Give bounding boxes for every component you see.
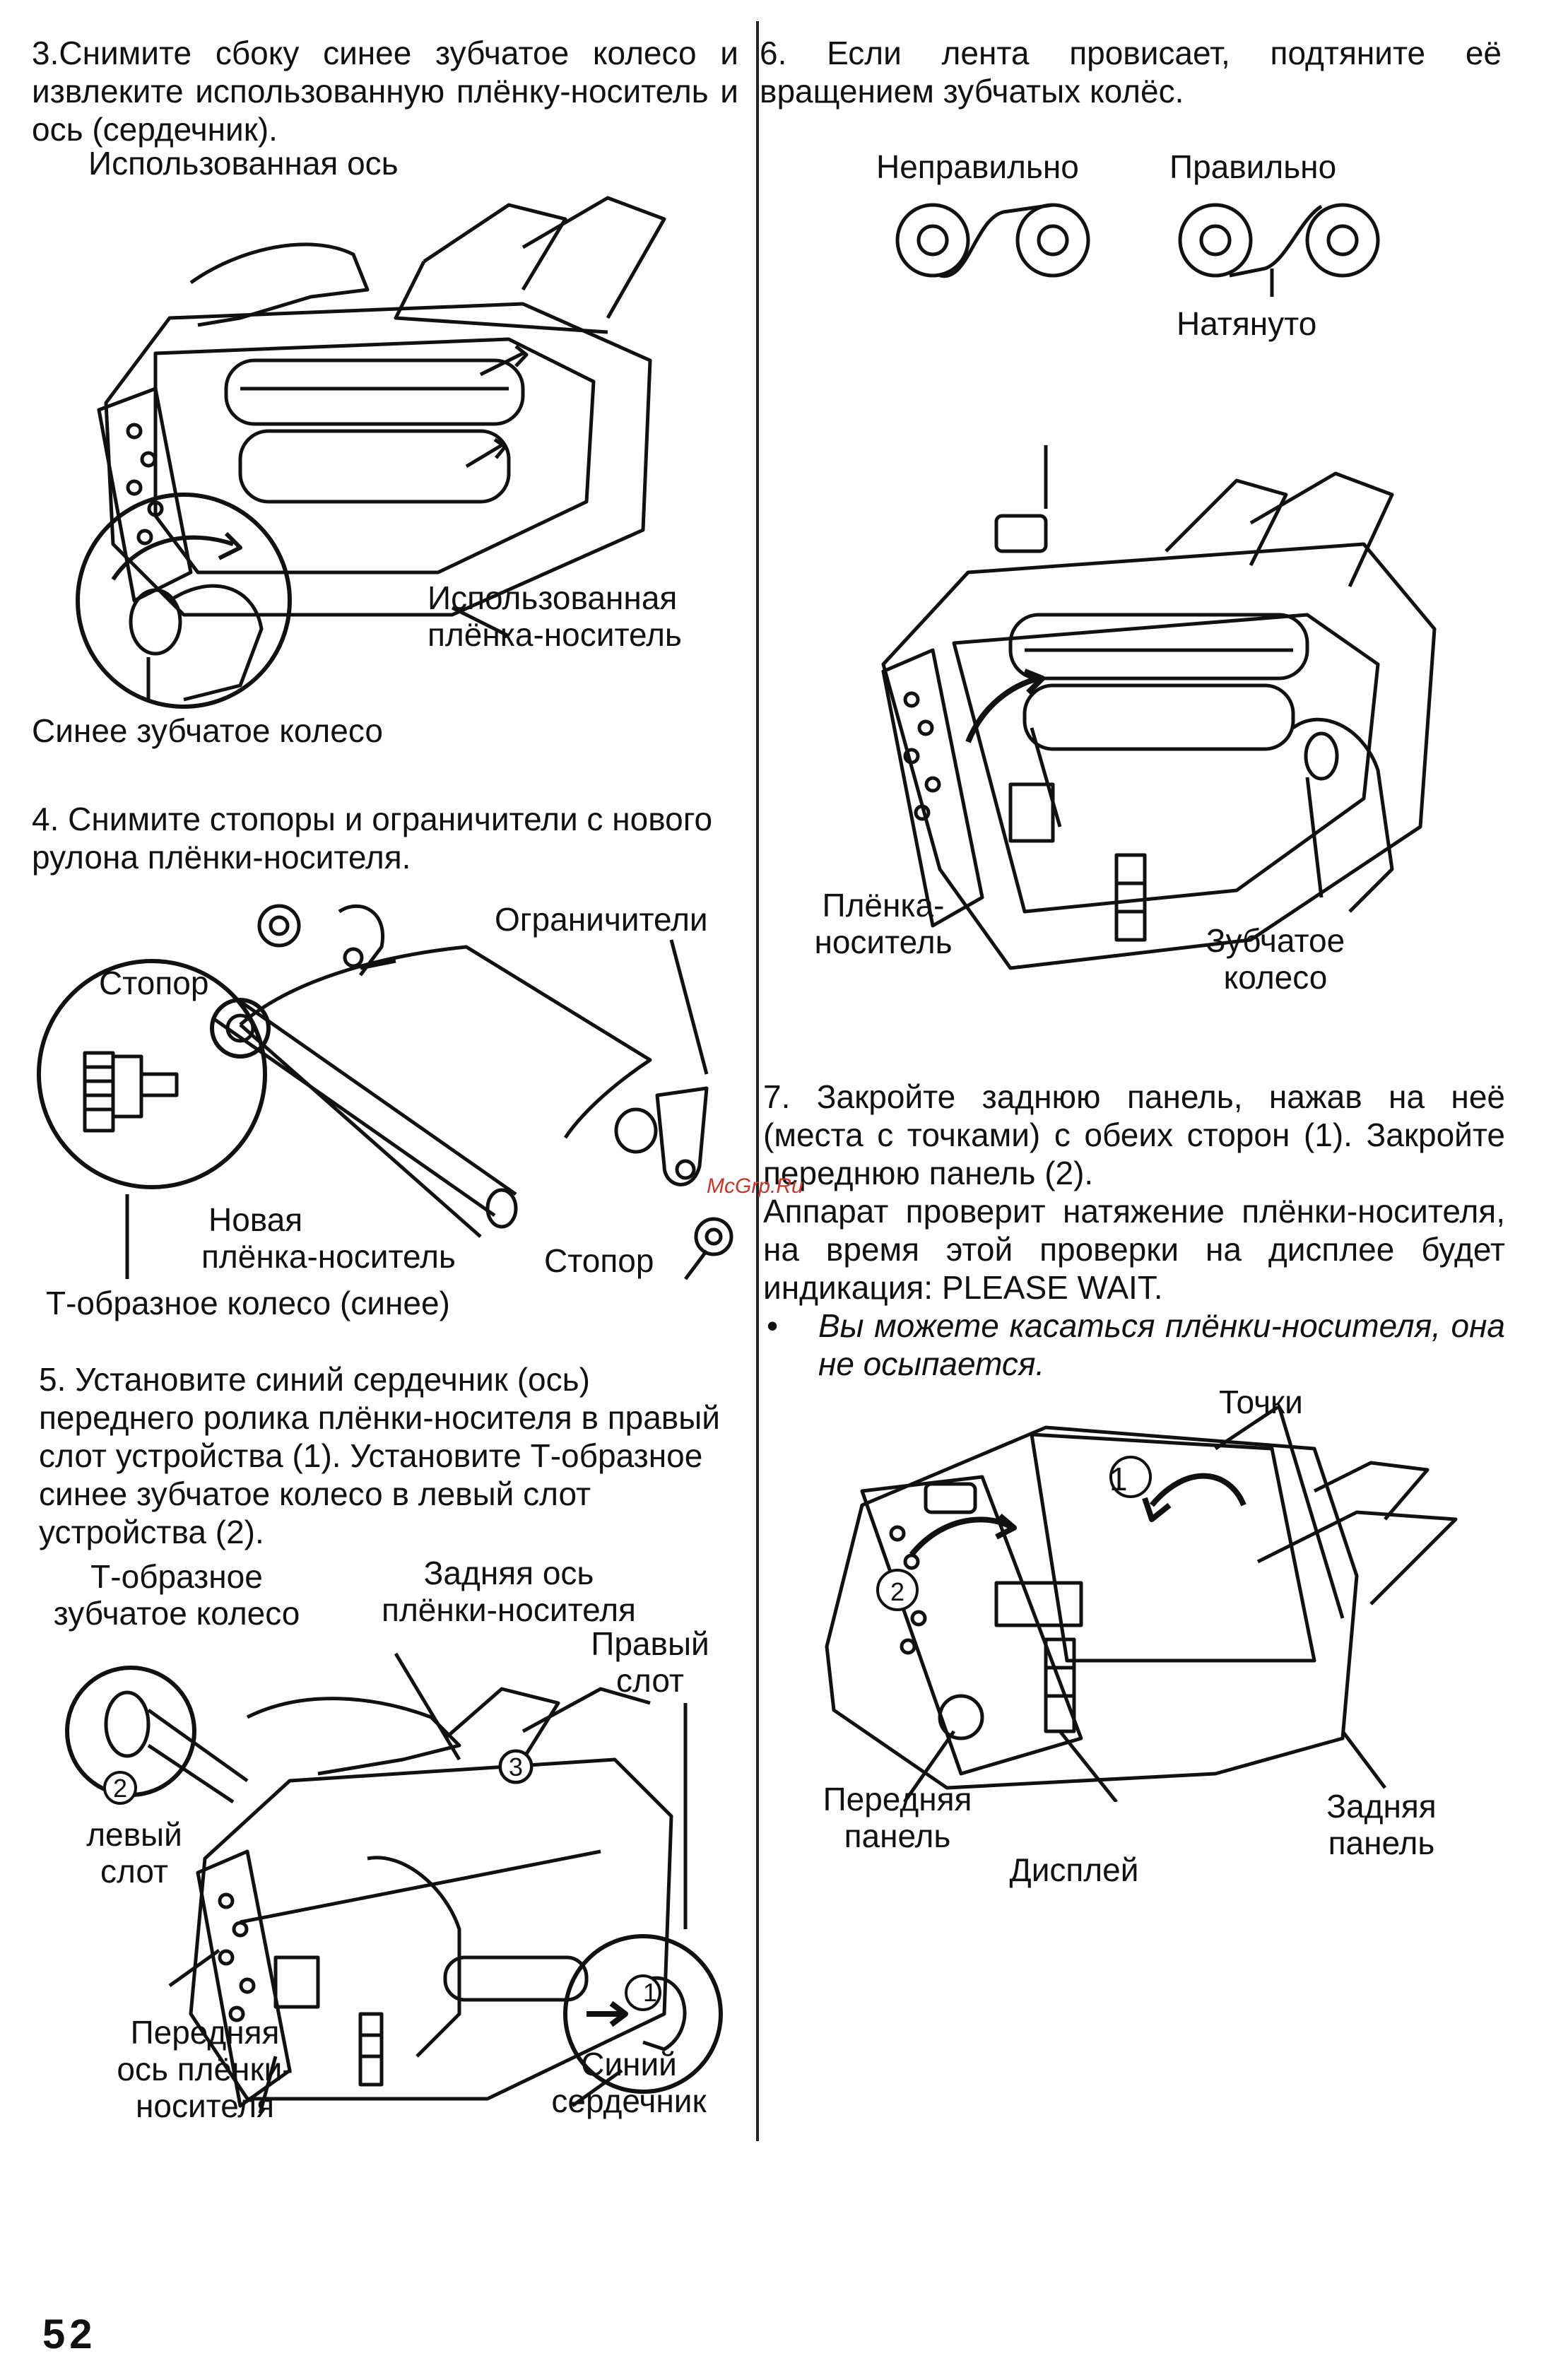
circled-number-close-1: 1 [1109, 1461, 1128, 1497]
label-front-axis-2: ось плёнки- [117, 2051, 293, 2087]
step-5-text: 5. Установите синий сердечник (ось) пере… [39, 1361, 720, 1550]
fax-tighten-illustration [881, 445, 1437, 970]
circled-number-1: 1 [642, 1978, 658, 2007]
page-number: 52 [42, 2311, 97, 2357]
label-left-slot-1: левый [86, 1816, 182, 1853]
figure-new-roll [28, 883, 756, 1307]
step-7-text: 7. Закройте заднюю панель, нажав на неё … [763, 1078, 1505, 1191]
label-t-wheel: Т-образное колесо (синее) [46, 1285, 450, 1321]
circled-number-close-2: 2 [890, 1577, 905, 1606]
label-right-slot-2: слот [616, 1662, 684, 1699]
label-blue-gear: Синее зубчатое колесо [32, 712, 383, 749]
label-rear-panel-2: панель [1328, 1825, 1435, 1861]
label-right-slot-1: Правый [591, 1625, 709, 1662]
figure-tension-comparison [883, 191, 1392, 304]
label-new-film-2: плёнка-носитель [201, 1238, 456, 1275]
label-gear-2: колесо [1223, 959, 1328, 996]
label-rear-axis-2: плёнки-носителя [382, 1591, 636, 1628]
circled-number-2: 2 [112, 1774, 128, 1803]
label-stopper-top: Стопор [99, 965, 209, 1001]
step-7-text-2: Аппарат проверит натяжение плёнки-носите… [763, 1193, 1505, 1306]
label-front-panel-2: панель [844, 1818, 951, 1854]
label-front-panel-1: Передняя [823, 1781, 972, 1818]
label-front-axis-1: Передняя [130, 2014, 280, 2051]
tension-diagram [895, 203, 1380, 297]
label-t-gear-1: Т-образное [90, 1558, 263, 1595]
label-right: Правильно [1169, 148, 1337, 185]
figure-tighten-film [855, 431, 1477, 982]
label-wrong: Неправильно [876, 148, 1079, 185]
label-gear-1: Зубчатое [1206, 922, 1345, 959]
circled-number-3: 3 [508, 1752, 524, 1781]
label-film-2: носитель [814, 924, 953, 960]
label-rear-axis-1: Задняя ось [423, 1555, 594, 1591]
step-7-note: Вы можете касаться плёнки-носителя, она … [818, 1307, 1505, 1382]
label-rear-panel-1: Задняя [1326, 1788, 1437, 1825]
figure-remove-gear [28, 177, 735, 714]
watermark: McGrp.Ru [707, 1174, 803, 1198]
fax-close-illustration [825, 1406, 1458, 1802]
label-stopper-bottom: Стопор [544, 1242, 654, 1279]
step-3-text: 3.Снимите сбоку синее зубчатое колесо и … [32, 35, 738, 148]
column-divider [756, 21, 759, 2141]
new-film-roll-illustration [37, 904, 733, 1280]
label-display: Дисплей [1009, 1851, 1139, 1888]
fax-open-illustration-1 [76, 196, 666, 709]
label-left-slot-2: слот [100, 1853, 168, 1890]
figure-close-panels [820, 1406, 1484, 1802]
label-limiters: Ограничители [495, 901, 708, 938]
label-new-film-1: Новая [208, 1201, 303, 1238]
label-front-axis-3: носителя [135, 2087, 275, 2124]
figure-install-film [64, 1618, 735, 2113]
label-taut: Натянуто [1177, 305, 1317, 342]
label-t-gear-2: зубчатое колесо [53, 1595, 300, 1632]
label-blue-core-1: Синий [581, 2046, 677, 2082]
label-blue-core-2: сердечник [551, 2082, 707, 2119]
label-dots: Точки [1219, 1384, 1303, 1420]
label-used-film-1: Использованная [428, 579, 678, 616]
label-used-film-2: плёнка-носитель [428, 616, 682, 653]
note-bullet: • [767, 1307, 779, 1344]
step-6-text: 6. Если лента провисает, подтяните её вр… [760, 35, 1502, 110]
label-film-1: Плёнка- [822, 887, 945, 924]
label-used-axis: Использованная ось [88, 145, 399, 182]
step-4-text: 4. Снимите стопоры и ограничители с ново… [32, 801, 713, 876]
install-film-illustration [65, 1652, 723, 2113]
